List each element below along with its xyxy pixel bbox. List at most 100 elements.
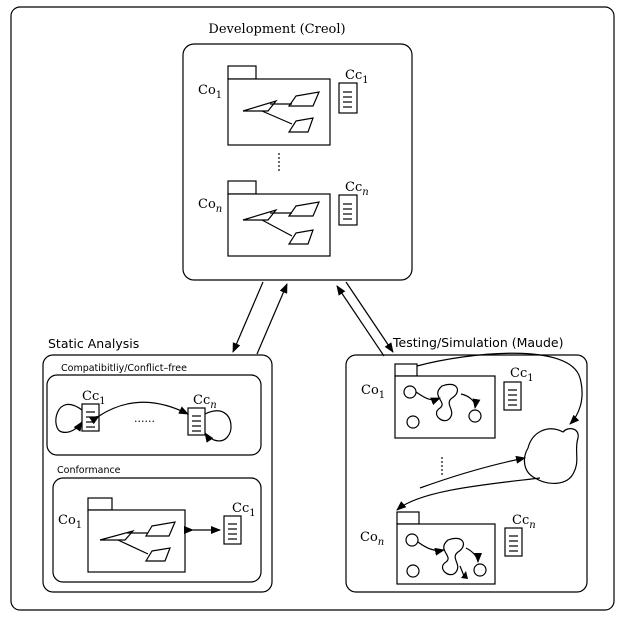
label-text: Co [361,383,379,398]
compat-contract-right [187,407,206,436]
flow-arrow-from-cloud [396,477,541,511]
conf-component-label: Co1 [58,513,82,531]
shape-node [99,529,135,541]
dev-to-testing-arrows [336,281,394,357]
label-text: Cc [510,366,527,381]
test-contract-n [504,527,523,557]
label-text: Co [360,530,378,545]
label-sub: 1 [216,90,222,101]
test-contract-n-label: Ccn [512,513,536,531]
label-text: Cc [512,513,529,528]
shape-node [242,99,278,112]
compat-box [46,374,262,456]
dev-contract-1 [338,82,358,114]
state-node [405,533,419,547]
label-sub: 1 [76,520,82,531]
arrow-down-left [232,281,264,353]
component-body [87,509,186,573]
component-tab [227,180,257,195]
shape-node [242,208,278,221]
test-contract-1 [503,381,522,411]
label-text: Co [198,197,216,212]
contract-doc-icon [338,194,358,226]
label-text: Cc [345,180,362,195]
static-analysis-panel: Static Analysis Compatibitliy/Conflict–f… [42,336,273,593]
conf-component [87,497,186,573]
connector-line [261,110,293,125]
development-title: Development (Creol) [208,22,345,37]
dev-contract-n [338,194,358,226]
testing-title: Testing/Simulation (Maude) [392,335,563,350]
test-component-n-label: Con [360,530,384,548]
component-tab [227,65,257,80]
contract-doc-icon [223,515,242,545]
outer-frame [10,6,615,611]
flow-arrow-to-cloud [416,352,583,425]
blob-shape [441,537,465,576]
state-node [406,415,420,429]
shape-node [144,547,171,562]
label-sub: 1 [99,396,105,407]
label-sub: n [210,400,216,411]
contract-doc-icon [504,527,523,557]
dev-to-static-arrows [232,281,288,355]
vertical-ellipsis [278,153,280,171]
compat-arrow [89,401,189,425]
simulation-cloud [523,428,579,484]
self-loop-left [55,403,83,433]
contract-doc-icon [503,381,522,411]
transition-arrow [417,541,445,556]
label-text: Co [58,513,76,528]
dev-component-1-label: Co1 [198,83,222,101]
dev-component-1 [227,65,331,146]
static-analysis-title: Static Analysis [48,336,139,351]
vertical-ellipsis [441,457,443,475]
label-sub: n [216,204,222,215]
component-tab [87,497,113,511]
label-sub: n [529,520,535,531]
compat-left-label: Cc1 [82,389,106,407]
testing-panel: Testing/Simulation (Maude) Co1 Cc1 [345,335,588,593]
arrow-up-left [336,285,385,357]
conf-contract [223,515,242,545]
test-component-1 [394,363,496,439]
label-sub: 1 [249,508,255,519]
label-text: Co [198,83,216,98]
transition-arrow [465,547,482,563]
shape-node [287,229,314,245]
dev-component-n [227,180,331,257]
test-component-1-label: Co1 [361,383,385,401]
arrow-up-right [256,283,288,355]
test-contract-1-label: Cc1 [510,366,534,384]
dev-contract-n-label: Ccn [345,180,369,198]
conf-contract-label: Cc1 [232,501,256,519]
compat-title: Compatibitliy/Conflict–free [61,363,187,374]
shape-node [287,117,314,133]
transition-arrow [460,393,481,409]
conformance-box [52,477,262,583]
component-tab [394,363,418,377]
dev-component-n-label: Con [198,197,222,215]
component-tab [396,511,420,525]
state-node [468,409,482,423]
label-sub: 1 [527,373,533,384]
static-analysis-box [42,354,273,593]
compat-contract-left [81,403,100,432]
development-box [182,43,413,281]
label-sub: n [362,187,368,198]
label-text: Cc [82,389,99,404]
self-loop-right [204,410,232,443]
development-panel: Development (Creol) Co1 Cc1 [182,22,413,281]
component-body [227,78,331,146]
transition-arrow [415,391,441,406]
conformance-title: Conformance [57,465,121,476]
state-node [473,563,487,577]
label-sub: n [378,537,384,548]
component-body [227,193,331,257]
shape-node [287,91,320,107]
label-text: Cc [193,393,210,408]
dev-contract-1-label: Cc1 [345,68,369,86]
contract-doc-icon [338,82,358,114]
